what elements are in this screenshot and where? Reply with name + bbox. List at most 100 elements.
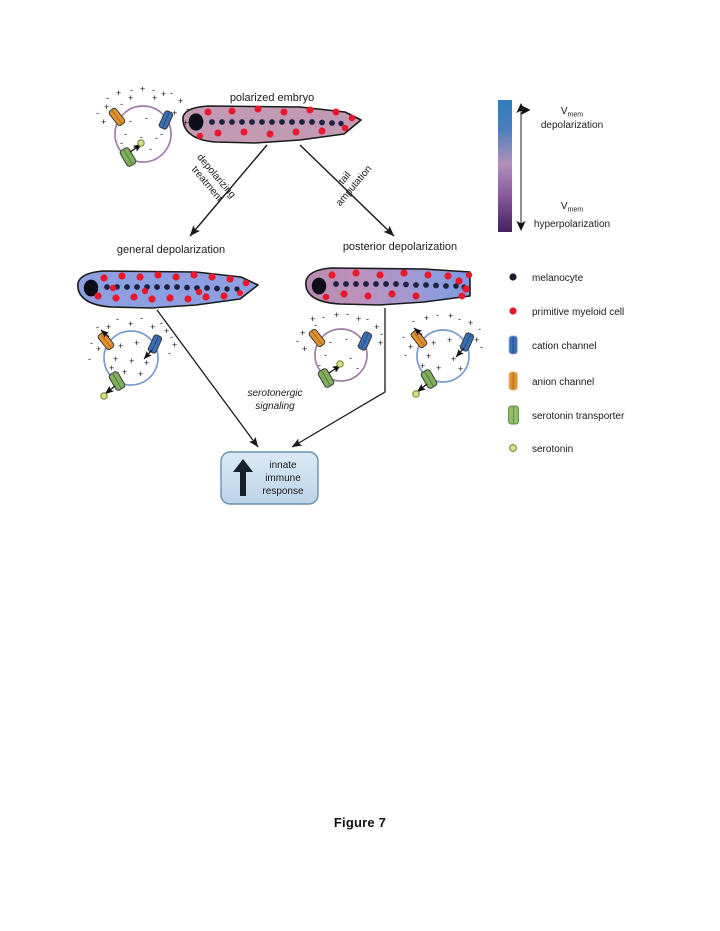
- svg-text:-: -: [296, 336, 299, 346]
- legend-label-2: cation channel: [532, 341, 597, 352]
- legend-label-3: anion channel: [532, 377, 594, 388]
- serotonin-efflux-arrow: [104, 385, 116, 395]
- svg-text:+: +: [302, 344, 307, 354]
- svg-text:+: +: [374, 322, 379, 332]
- svg-text:-: -: [133, 142, 136, 152]
- anion-flow-arrow: [413, 327, 423, 336]
- svg-text:-: -: [322, 312, 325, 322]
- svg-text:-: -: [160, 129, 163, 139]
- immune-label-line1: innate: [269, 460, 297, 471]
- charges-outside-mid: +++ +++ +: [300, 310, 383, 354]
- svg-text:-: -: [120, 138, 123, 148]
- svg-text:+: +: [424, 313, 429, 323]
- svg-text:-: -: [329, 337, 332, 347]
- anion-channel-icon: [508, 371, 518, 391]
- svg-text:-: -: [170, 332, 173, 342]
- svg-text:-: -: [356, 363, 359, 373]
- svg-text:-: -: [480, 342, 483, 352]
- embryo-general-depolarization-group: [77, 270, 259, 309]
- cation-channel-icon: [158, 110, 174, 130]
- vmem-top-symbol: Vmem: [561, 106, 583, 119]
- svg-text:-: -: [120, 99, 123, 109]
- legend-label-4: serotonin transporter: [532, 411, 625, 422]
- svg-text:-: -: [478, 324, 481, 334]
- myeloid-cells-polarized: [196, 105, 356, 140]
- label-tail-amputation: tail amputation: [334, 164, 374, 209]
- serotonin-transporter-icon: [508, 405, 519, 425]
- serotonin-transporter-icon: [108, 371, 126, 391]
- vmem-up-arrowhead: [516, 103, 526, 113]
- cell-polarized-middle-group: +++ +++ + --- --- --- --- --: [296, 309, 383, 388]
- cation-channel-icon: [508, 335, 518, 355]
- svg-text:-: -: [106, 93, 109, 103]
- increase-arrow-icon: [233, 459, 253, 496]
- serotonin-icon: [100, 392, 108, 400]
- vmem-top-label: depolarization: [541, 120, 603, 131]
- svg-text:-: -: [116, 314, 119, 324]
- cation-flow-arrow: [143, 349, 153, 360]
- anion-flow-arrow: [100, 329, 110, 338]
- svg-text:+: +: [474, 335, 479, 345]
- svg-text:+: +: [96, 344, 101, 354]
- svg-text:-: -: [96, 108, 99, 118]
- svg-text:-: -: [96, 322, 99, 332]
- myeloid-dot-icon: [509, 307, 517, 315]
- svg-text:-: -: [186, 104, 189, 114]
- convergence-arrows: [156, 308, 386, 448]
- arrow-general-to-immune: [156, 309, 259, 448]
- polarized-embryo-label: polarized embryo: [230, 92, 314, 104]
- tail-line2: amputation: [334, 164, 374, 209]
- svg-text:-: -: [149, 144, 152, 154]
- vmem-bottom-label: hyperpolarization: [534, 219, 610, 230]
- svg-text:-: -: [366, 314, 369, 324]
- serotonin-efflux-arrow: [416, 383, 428, 393]
- svg-text:+: +: [178, 96, 183, 106]
- cell-depolarized-right-group: --- --- - +++ ++ +++ +++ ++: [402, 310, 483, 398]
- label-depolarizing-treatment: depolarizing treatment: [189, 152, 238, 204]
- serotonin-transporter-icon: [420, 369, 438, 389]
- general-depolarization-label: general depolarization: [117, 244, 225, 256]
- svg-text:-: -: [170, 88, 173, 98]
- charges-outside-pos-left: +++ +++: [96, 319, 177, 354]
- svg-text:-: -: [346, 309, 349, 319]
- svg-text:+: +: [448, 311, 453, 321]
- serotonin-icon: [137, 139, 145, 147]
- svg-text:+: +: [106, 322, 111, 332]
- svg-text:+: +: [172, 108, 177, 118]
- svg-text:+: +: [300, 328, 305, 338]
- vmem-bottom-symbol: Vmem: [561, 201, 583, 214]
- cell-polarized-group: +++ +++ +++ + --- --- - --- --- --- -: [96, 84, 189, 167]
- svg-text:+: +: [334, 310, 339, 320]
- svg-text:-: -: [145, 113, 148, 123]
- svg-text:+: +: [150, 322, 155, 332]
- svg-text:+: +: [408, 342, 413, 352]
- embryo-eye: [188, 113, 204, 131]
- polarized-embryo-group: polarized embryo: [182, 92, 362, 144]
- anion-channel-icon: [308, 328, 326, 348]
- svg-text:+: +: [104, 102, 109, 112]
- svg-text:+: +: [138, 369, 143, 379]
- serotonergic-signaling-line1: serotonergic: [247, 388, 302, 399]
- cell-depolarized-left-group: --- --- -- +++ +++ +++ +++ +++: [88, 313, 177, 400]
- myeloid-cells-general: [94, 271, 250, 303]
- svg-text:-: -: [152, 85, 155, 95]
- svg-text:-: -: [436, 310, 439, 320]
- svg-text:+: +: [420, 361, 425, 371]
- svg-text:+: +: [356, 314, 361, 324]
- svg-text:-: -: [168, 348, 171, 358]
- charges-outside-neg-polarized: --- --- -: [96, 85, 189, 118]
- svg-text:+: +: [164, 326, 169, 336]
- cation-channel-icon: [357, 331, 373, 351]
- svg-text:-: -: [380, 329, 383, 339]
- svg-text:-: -: [160, 318, 163, 328]
- charges-outside-pos-right: + + + + +: [408, 311, 479, 352]
- svg-text:-: -: [140, 313, 143, 323]
- vmem-scale-bar: Vmem depolarization Vmem hyperpolarizati…: [498, 100, 610, 232]
- anion-channel-icon: [108, 107, 126, 127]
- svg-text:+: +: [431, 338, 436, 348]
- arrow-tail-amputation: [299, 144, 395, 237]
- melanocyte-dot-icon: [509, 273, 517, 281]
- immune-label-line2: immune: [265, 473, 301, 484]
